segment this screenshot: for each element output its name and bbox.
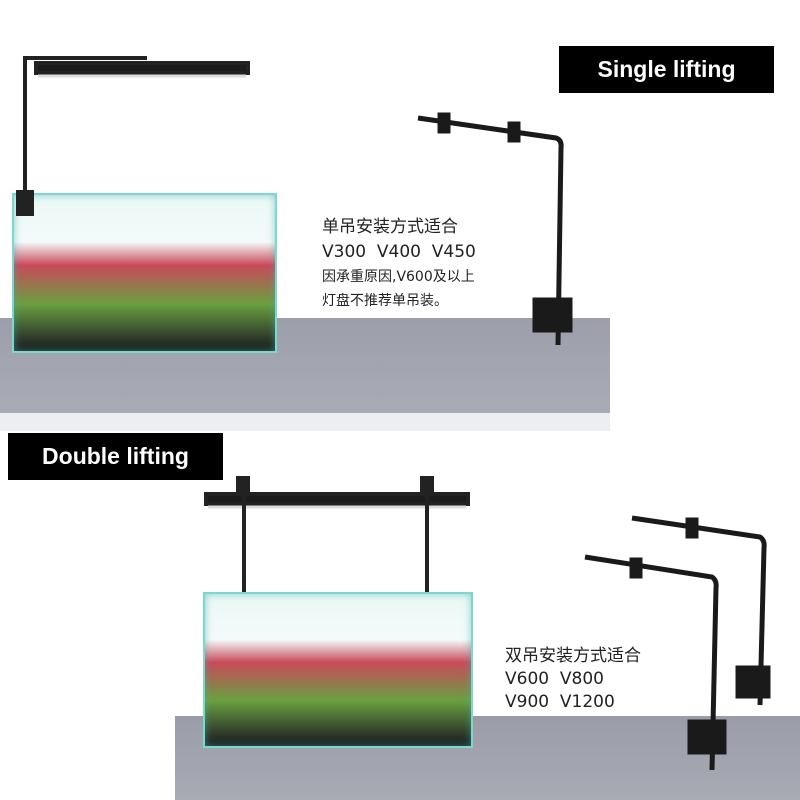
floor-reflection-top <box>0 413 610 431</box>
aquarium-single <box>12 193 277 353</box>
double-lamp-mounted <box>204 476 470 595</box>
single-lamp-mounted <box>16 56 250 216</box>
double-lifting-badge: Double lifting <box>8 433 223 480</box>
double-title: 双吊安装方式适合 <box>505 646 641 666</box>
double-lamp-arms <box>584 515 771 771</box>
single-lifting-badge: Single lifting <box>559 46 774 93</box>
single-title: 单吊安装方式适合 <box>322 217 458 237</box>
single-note-2: 灯盘不推荐单吊装。 <box>322 293 448 309</box>
single-note-1: 因承重原因,V600及以上 <box>322 269 475 285</box>
aquarium-double <box>203 592 473 748</box>
double-models-1: V600 V800 <box>505 669 604 689</box>
single-lamp-arm <box>417 112 573 346</box>
double-models-2: V900 V1200 <box>505 692 615 712</box>
single-models: V300 V400 V450 <box>322 242 476 262</box>
